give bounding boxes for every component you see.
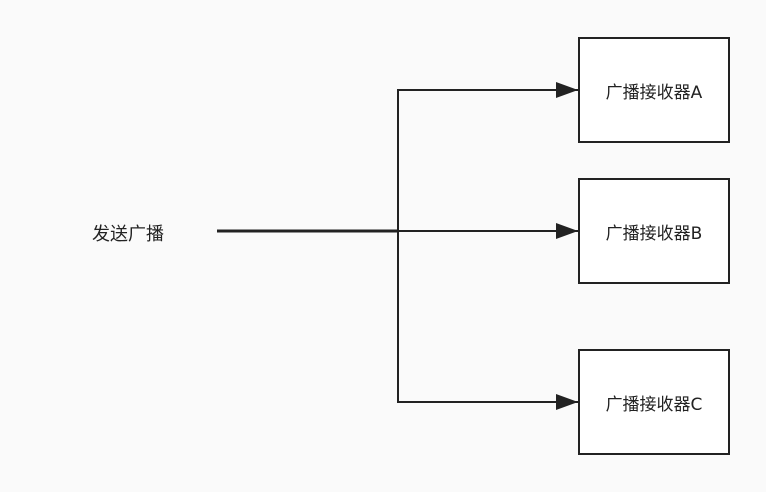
receiver-box-b: 广播接收器B bbox=[578, 178, 730, 284]
receiver-label-c: 广播接收器C bbox=[605, 394, 703, 415]
sender-label: 发送广播 bbox=[92, 224, 164, 245]
receiver-box-c: 广播接收器C bbox=[578, 349, 730, 455]
receiver-label-a: 广播接收器A bbox=[605, 82, 703, 103]
receiver-box-a: 广播接收器A bbox=[578, 37, 730, 143]
receiver-label-b: 广播接收器B bbox=[605, 223, 703, 244]
